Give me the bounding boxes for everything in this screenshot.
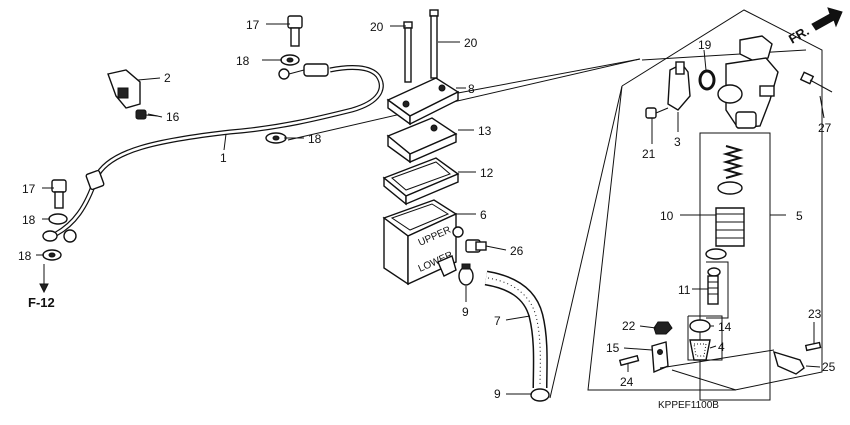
bolt-17-top — [287, 15, 303, 47]
callout-23: 23 — [808, 307, 822, 321]
callout-labels: 2 16 1 17 18 18 17 18 18 20 20 8 13 12 6… — [18, 18, 836, 401]
callout-13: 13 — [478, 124, 492, 138]
hose-clip-upper — [458, 263, 474, 286]
split-pin-23 — [804, 341, 822, 352]
master-cylinder-body — [717, 35, 779, 129]
reservoir: UPPER LOWER — [382, 199, 464, 286]
callout-10: 10 — [660, 209, 674, 223]
callout-25: 25 — [822, 360, 836, 374]
reference-mark: F-12 — [28, 264, 55, 310]
reservoir-cap — [386, 77, 460, 126]
callout-4: 4 — [718, 340, 725, 354]
callout-20-right: 20 — [464, 36, 478, 50]
callout-1: 1 — [220, 151, 227, 165]
callout-2: 2 — [164, 71, 171, 85]
callout-22: 22 — [622, 319, 636, 333]
boot-4 — [689, 339, 711, 361]
callout-20-left: 20 — [370, 20, 384, 34]
callout-18-mid: 18 — [308, 132, 322, 146]
callout-18-bottom: 18 — [18, 249, 32, 263]
callout-16: 16 — [166, 110, 180, 124]
callout-27: 27 — [818, 121, 832, 135]
callout-6: 6 — [480, 208, 487, 222]
callout-18-left: 18 — [22, 213, 36, 227]
front-direction-arrow: FR. — [786, 7, 843, 47]
washers-18 — [42, 54, 300, 261]
o-ring — [698, 69, 716, 91]
callout-18-top: 18 — [236, 54, 250, 68]
screws-20 — [403, 9, 439, 83]
bolt-27 — [799, 71, 833, 93]
push-rod — [707, 267, 721, 305]
reservoir-hose — [484, 270, 548, 389]
callout-9-upper: 9 — [462, 305, 469, 319]
callout-17-top: 17 — [246, 18, 260, 32]
joint-25 — [659, 349, 805, 391]
diagram-code: KPPEF1100B — [658, 400, 719, 411]
hose-joint — [667, 61, 691, 111]
callout-7: 7 — [494, 314, 501, 328]
callout-12: 12 — [480, 166, 494, 180]
callout-17-left: 17 — [22, 182, 36, 196]
callout-11: 11 — [678, 283, 691, 297]
callout-3: 3 — [674, 135, 681, 149]
pin-24 — [618, 354, 640, 367]
callout-15: 15 — [606, 341, 620, 355]
diaphragm-plate — [386, 117, 458, 164]
diaphragm — [382, 157, 460, 206]
bolt-16 — [135, 109, 159, 120]
callout-26: 26 — [510, 244, 524, 258]
hose-clamp — [107, 69, 141, 109]
leader-lines — [36, 23, 825, 395]
callout-8: 8 — [468, 82, 475, 96]
bolt-17-left — [51, 179, 67, 209]
callout-5: 5 — [796, 209, 803, 223]
spring-and-piston — [705, 145, 745, 260]
nut-22 — [653, 321, 673, 335]
hose-clip-lower — [530, 388, 550, 402]
callout-14: 14 — [718, 320, 732, 334]
clevis-15 — [651, 341, 669, 374]
reference-label: F-12 — [28, 295, 55, 310]
bolt-26 — [465, 239, 487, 253]
callout-9-lower: 9 — [494, 387, 501, 401]
callout-24: 24 — [620, 375, 634, 389]
nut-14 — [689, 319, 711, 333]
callout-19: 19 — [698, 38, 712, 52]
screw-21 — [645, 107, 669, 119]
callout-21: 21 — [642, 147, 656, 161]
brake-hose — [54, 63, 384, 243]
assembly-outline — [287, 9, 823, 401]
